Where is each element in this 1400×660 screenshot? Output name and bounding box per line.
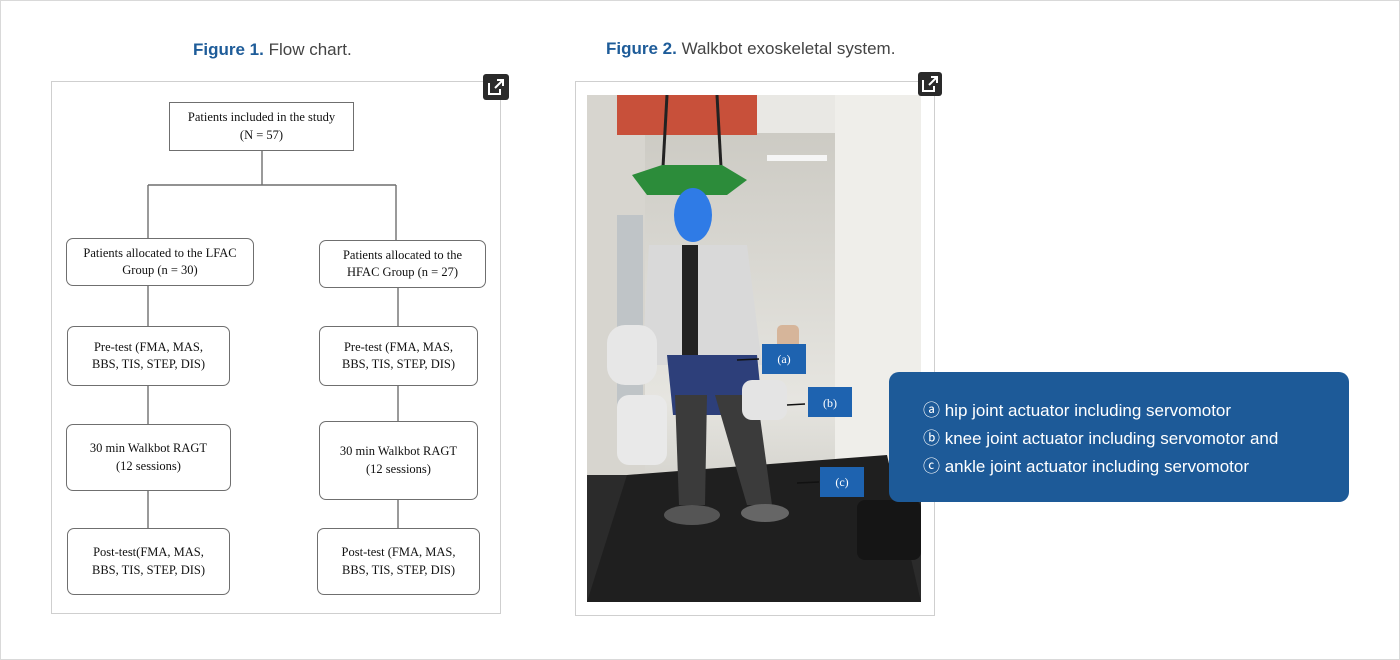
photo-label-b: (b): [786, 387, 852, 417]
svg-text:(c): (c): [835, 475, 848, 489]
flow-node-hfac-ragt: 30 min Walkbot RAGT (12 sessions): [319, 421, 478, 500]
open-in-new-glyph: [922, 76, 938, 92]
figure1-caption: Flow chart.: [268, 40, 352, 59]
flow-node-hfac-posttest: Post-test (FMA, MAS, BBS, TIS, STEP, DIS…: [317, 528, 480, 595]
legend-item-knee: ⓑ knee joint actuator including servomot…: [923, 429, 1279, 448]
flow-node-hfac-pretest: Pre-test (FMA, MAS, BBS, TIS, STEP, DIS): [319, 326, 478, 386]
figure2-legend-callout: ⓐ hip joint actuator including servomoto…: [889, 372, 1349, 502]
open-in-new-icon[interactable]: [483, 74, 509, 100]
photo-label-a: (a): [736, 344, 806, 374]
flow-node-patients-included: Patients included in the study (N = 57): [169, 102, 354, 151]
flow-node-lfac-group: Patients allocated to the LFAC Group (n …: [66, 238, 254, 286]
figure2-number: Figure 2.: [606, 39, 677, 58]
legend-item-ankle: ⓒ ankle joint actuator including servomo…: [923, 457, 1249, 476]
figure2-title: Figure 2. Walkbot exoskeletal system.: [606, 39, 895, 59]
photo-label-c: (c): [796, 467, 864, 497]
flow-node-lfac-pretest: Pre-test (FMA, MAS, BBS, TIS, STEP, DIS): [67, 326, 230, 386]
legend-item-hip: ⓐ hip joint actuator including servomoto…: [923, 401, 1232, 420]
svg-text:(b): (b): [823, 396, 837, 410]
flow-node-lfac-posttest: Post-test(FMA, MAS, BBS, TIS, STEP, DIS): [67, 528, 230, 595]
figure1-title: Figure 1. Flow chart.: [193, 40, 352, 60]
open-in-new-icon[interactable]: [918, 72, 942, 96]
figure2-caption: Walkbot exoskeletal system.: [681, 39, 896, 58]
walkbot-photo: (a) (b) (c): [587, 95, 921, 602]
figure1-number: Figure 1.: [193, 40, 264, 59]
flow-node-lfac-ragt: 30 min Walkbot RAGT (12 sessions): [66, 424, 231, 491]
flow-node-hfac-group: Patients allocated to the HFAC Group (n …: [319, 240, 486, 288]
svg-text:(a): (a): [777, 352, 790, 366]
open-in-new-glyph: [488, 79, 504, 95]
